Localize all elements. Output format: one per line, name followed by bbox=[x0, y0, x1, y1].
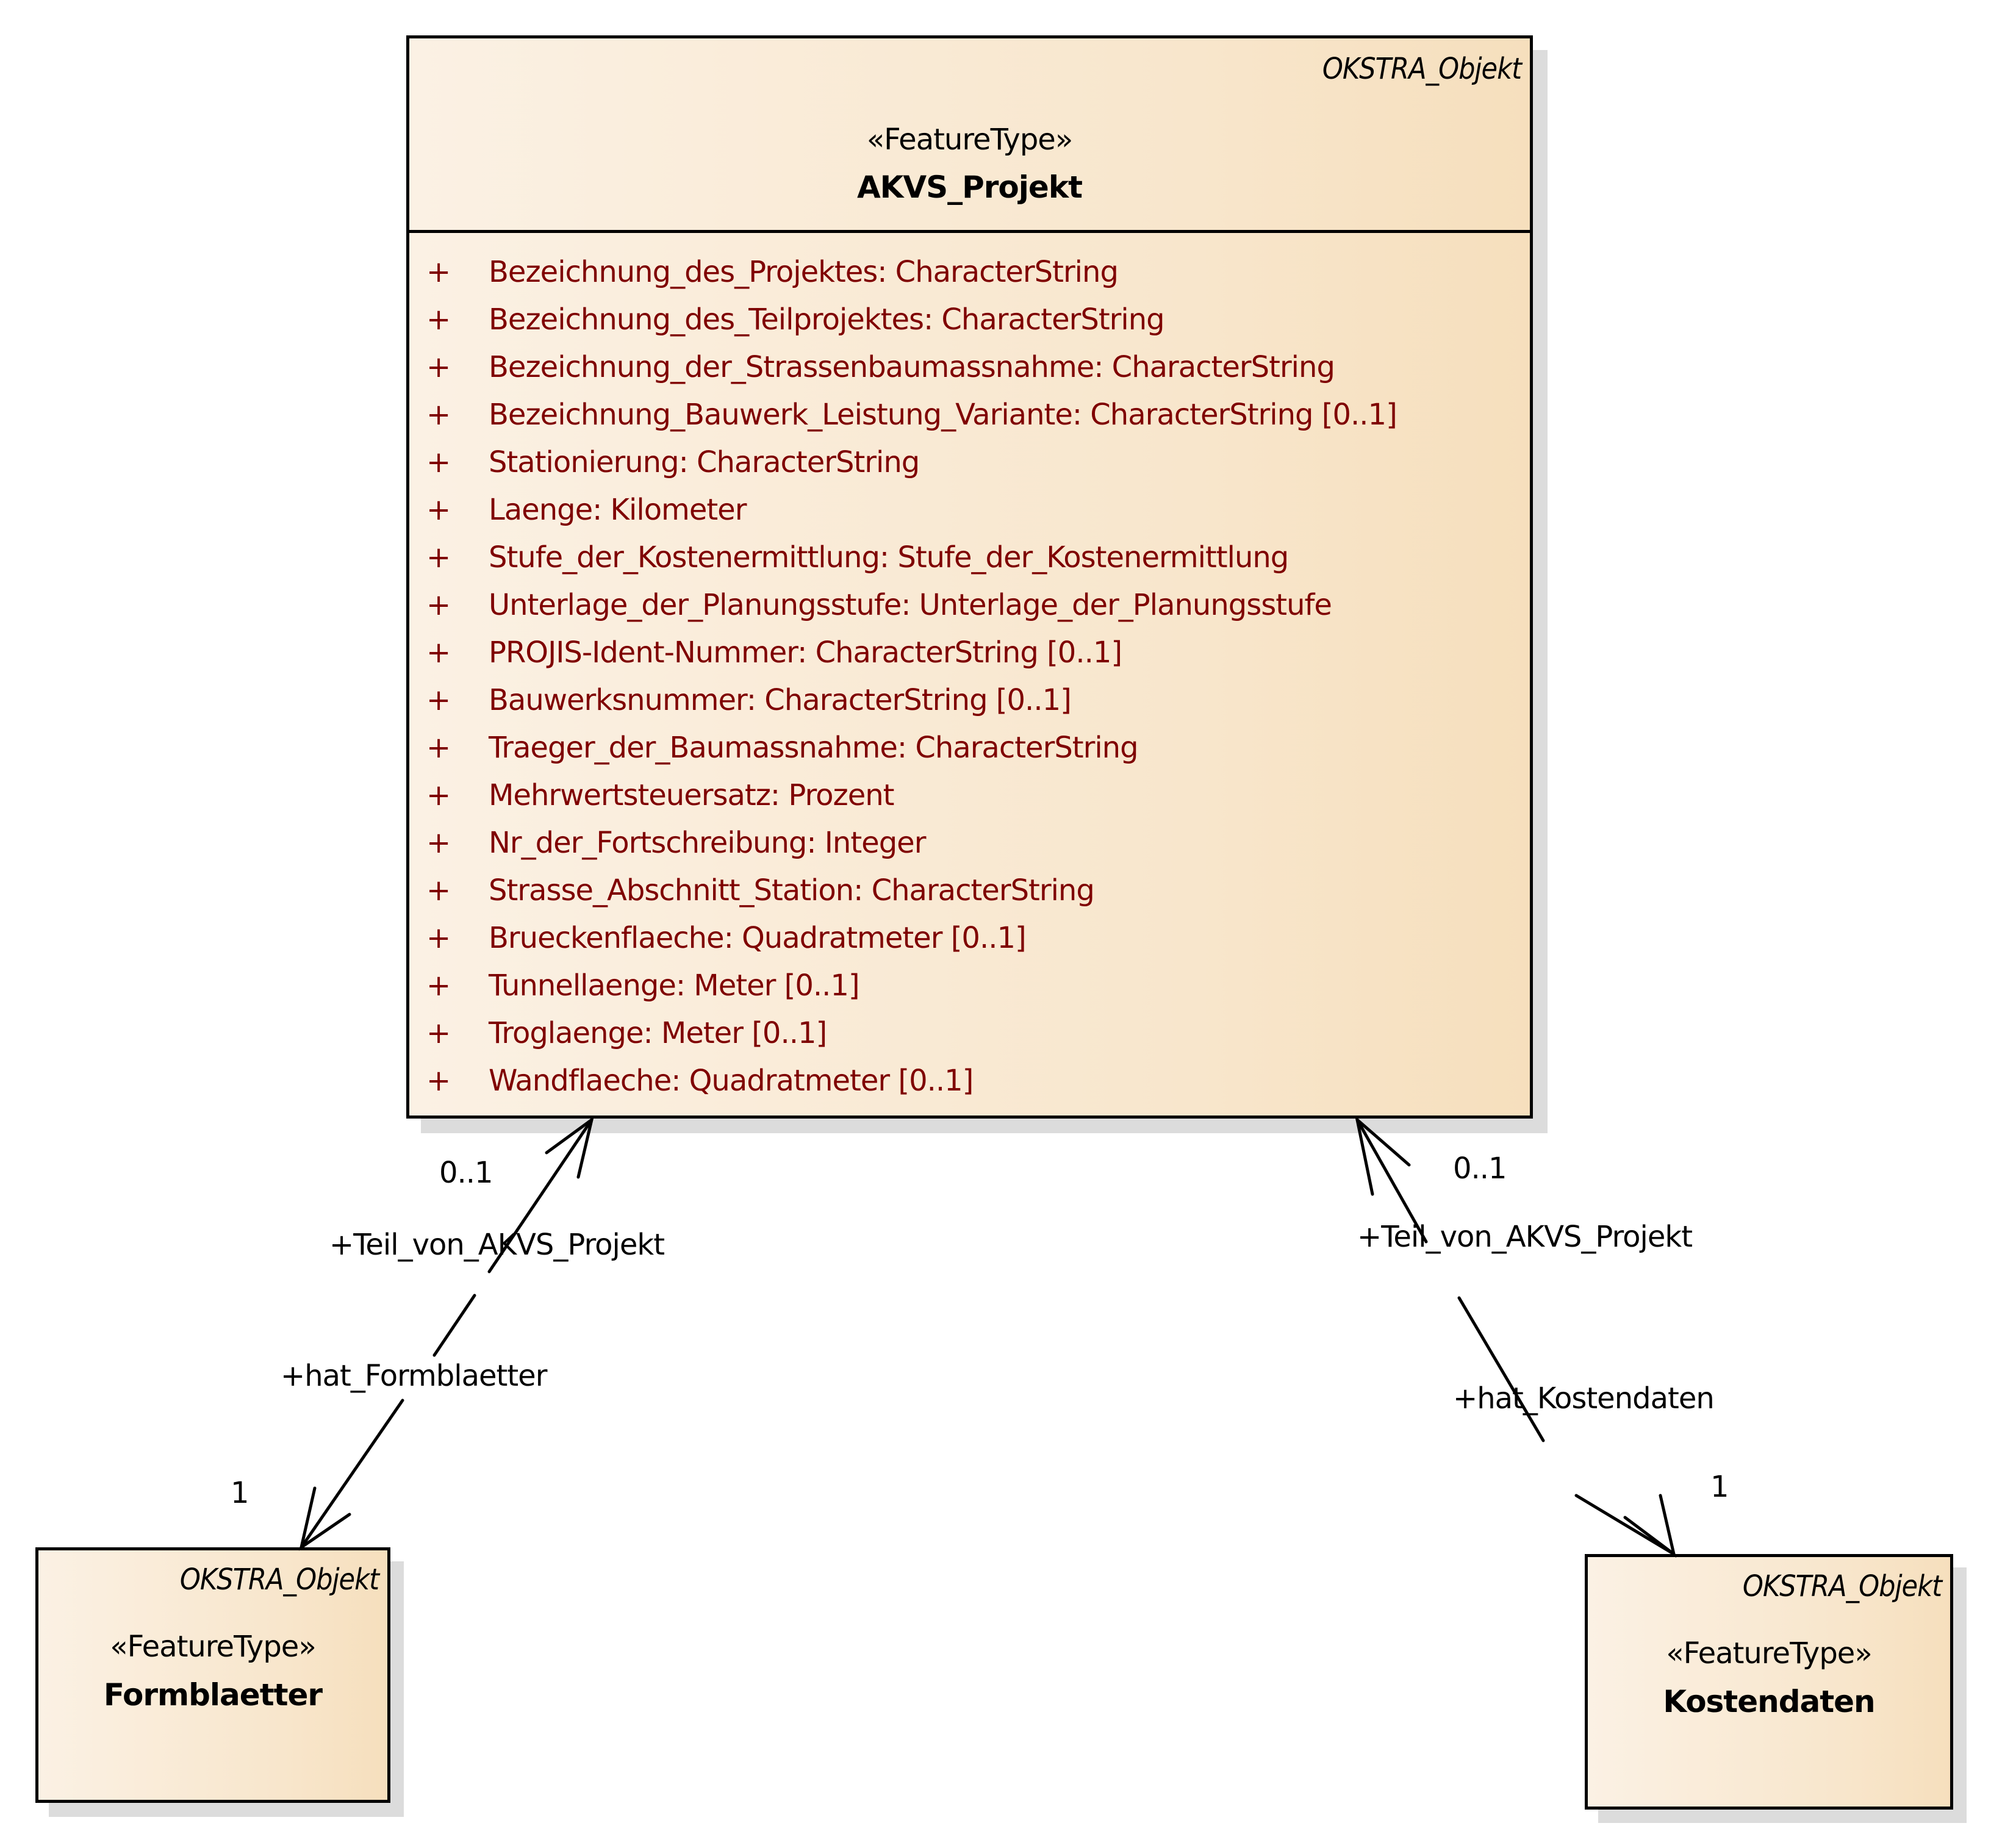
multiplicity-left-target: 1 bbox=[231, 1476, 249, 1510]
visibility-marker: + bbox=[426, 826, 451, 860]
parent-class-label: OKSTRA_Objekt bbox=[1322, 52, 1522, 86]
attribute-row[interactable]: + Wandflaeche: Quadratmeter [0..1] bbox=[409, 1057, 1530, 1105]
role-left-target: +hat_Formblaetter bbox=[281, 1359, 547, 1393]
attribute-text: PROJIS-Ident-Nummer: CharacterString [0.… bbox=[489, 636, 1122, 670]
visibility-marker: + bbox=[426, 445, 451, 479]
stereotype-label: «FeatureType» bbox=[1666, 1636, 1872, 1671]
attribute-row[interactable]: + Bauwerksnummer: CharacterString [0..1] bbox=[409, 676, 1530, 724]
visibility-marker: + bbox=[426, 350, 451, 384]
multiplicity-right-target: 1 bbox=[1710, 1470, 1729, 1504]
parent-class-label: OKSTRA_Objekt bbox=[179, 1563, 379, 1597]
attribute-list: + Bezeichnung_des_Projektes: CharacterStr… bbox=[409, 248, 1530, 1105]
attribute-text: Bezeichnung_der_Strassenbaumassnahme: Ch… bbox=[489, 350, 1335, 384]
multiplicity-right-source: 0..1 bbox=[1453, 1151, 1507, 1186]
multiplicity-left-source: 0..1 bbox=[439, 1156, 493, 1190]
association-line-formblaetter-lower[interactable] bbox=[300, 1399, 404, 1549]
role-right-target: +hat_Kostendaten bbox=[1453, 1381, 1715, 1416]
visibility-marker: + bbox=[426, 873, 451, 908]
attribute-row[interactable]: + Bezeichnung_des_Projektes: CharacterStr… bbox=[409, 248, 1530, 296]
attribute-text: Bauwerksnummer: CharacterString [0..1] bbox=[489, 683, 1072, 717]
attribute-row[interactable]: + PROJIS-Ident-Nummer: CharacterString [0… bbox=[409, 629, 1530, 676]
attribute-text: Bezeichnung_des_Teilprojektes: Character… bbox=[489, 303, 1165, 337]
visibility-marker: + bbox=[426, 540, 451, 575]
role-left-source: +Teil_von_AKVS_Projekt bbox=[329, 1228, 665, 1262]
attribute-text: Troglaenge: Meter [0..1] bbox=[489, 1016, 827, 1050]
role-right-source: +Teil_von_AKVS_Projekt bbox=[1357, 1220, 1693, 1254]
visibility-marker: + bbox=[426, 778, 451, 812]
class-name: Kostendaten bbox=[1663, 1684, 1875, 1719]
attribute-text: Nr_der_Fortschreibung: Integer bbox=[489, 826, 926, 860]
attribute-row[interactable]: + Bezeichnung_Bauwerk_Leistung_Variante: … bbox=[409, 391, 1530, 439]
visibility-marker: + bbox=[426, 731, 451, 765]
attribute-row[interactable]: + Stationierung: CharacterString bbox=[409, 439, 1530, 486]
class-formblaetter[interactable]: OKSTRA_Objekt «FeatureType» Formblaetter bbox=[35, 1547, 390, 1803]
compartment-divider bbox=[409, 230, 1530, 233]
arrowhead-up-right-icon bbox=[1355, 1116, 1411, 1196]
attribute-text: Traeger_der_Baumassnahme: CharacterStrin… bbox=[489, 731, 1139, 765]
association-line-formblaetter-upper[interactable] bbox=[487, 1118, 594, 1273]
visibility-marker: + bbox=[426, 303, 451, 337]
association-line-formblaetter-mid[interactable] bbox=[432, 1294, 476, 1357]
attribute-text: Mehrwertsteuersatz: Prozent bbox=[489, 778, 894, 812]
visibility-marker: + bbox=[426, 683, 451, 717]
attribute-row[interactable]: + Strasse_Abschnitt_Station: CharacterStr… bbox=[409, 867, 1530, 914]
attribute-text: Bezeichnung_des_Projektes: CharacterStri… bbox=[489, 255, 1119, 289]
attribute-row[interactable]: + Laenge: Kilometer bbox=[409, 486, 1530, 534]
association-line-kostendaten-upper[interactable] bbox=[1355, 1118, 1428, 1244]
arrowhead-down-right-icon bbox=[1623, 1494, 1676, 1558]
class-name: Formblaetter bbox=[103, 1677, 323, 1713]
attribute-text: Unterlage_der_Planungsstufe: Unterlage_d… bbox=[489, 588, 1332, 622]
attribute-row[interactable]: + Troglaenge: Meter [0..1] bbox=[409, 1009, 1530, 1057]
visibility-marker: + bbox=[426, 493, 451, 527]
attribute-row[interactable]: + Mehrwertsteuersatz: Prozent bbox=[409, 772, 1530, 819]
attribute-row[interactable]: + Bezeichnung_der_Strassenbaumassnahme: C… bbox=[409, 343, 1530, 391]
attribute-row[interactable]: + Unterlage_der_Planungsstufe: Unterlage_… bbox=[409, 581, 1530, 629]
class-akvs-projekt[interactable]: OKSTRA_Objekt «FeatureType» AKVS_Projekt… bbox=[406, 35, 1533, 1119]
attribute-text: Tunnellaenge: Meter [0..1] bbox=[489, 969, 860, 1003]
attribute-text: Brueckenflaeche: Quadratmeter [0..1] bbox=[489, 921, 1027, 955]
association-line-kostendaten-mid[interactable] bbox=[1457, 1296, 1545, 1442]
attribute-row[interactable]: + Nr_der_Fortschreibung: Integer bbox=[409, 819, 1530, 867]
class-kostendaten[interactable]: OKSTRA_Objekt «FeatureType» Kostendaten bbox=[1585, 1554, 1953, 1810]
arrowhead-down-left-icon bbox=[299, 1486, 351, 1551]
attribute-row[interactable]: + Stufe_der_Kostenermittlung: Stufe_der_K… bbox=[409, 534, 1530, 581]
visibility-marker: + bbox=[426, 255, 451, 289]
attribute-row[interactable]: + Tunnellaenge: Meter [0..1] bbox=[409, 962, 1530, 1009]
attribute-text: Strasse_Abschnitt_Station: CharacterStri… bbox=[489, 873, 1095, 908]
parent-class-label: OKSTRA_Objekt bbox=[1742, 1569, 1942, 1603]
visibility-marker: + bbox=[426, 1016, 451, 1050]
attribute-row[interactable]: + Bezeichnung_des_Teilprojektes: Characte… bbox=[409, 296, 1530, 343]
arrowhead-up-left-icon bbox=[545, 1116, 594, 1179]
stereotype-label: «FeatureType» bbox=[866, 123, 1073, 157]
class-name: AKVS_Projekt bbox=[856, 170, 1083, 205]
attribute-text: Wandflaeche: Quadratmeter [0..1] bbox=[489, 1064, 974, 1098]
attribute-text: Laenge: Kilometer bbox=[489, 493, 747, 527]
attribute-text: Bezeichnung_Bauwerk_Leistung_Variante: C… bbox=[489, 398, 1397, 432]
association-line-kostendaten-lower[interactable] bbox=[1574, 1494, 1676, 1556]
attribute-text: Stationierung: CharacterString bbox=[489, 445, 920, 479]
visibility-marker: + bbox=[426, 921, 451, 955]
visibility-marker: + bbox=[426, 1064, 451, 1098]
visibility-marker: + bbox=[426, 398, 451, 432]
visibility-marker: + bbox=[426, 969, 451, 1003]
attribute-text: Stufe_der_Kostenermittlung: Stufe_der_Ko… bbox=[489, 540, 1289, 575]
visibility-marker: + bbox=[426, 588, 451, 622]
attribute-row[interactable]: + Brueckenflaeche: Quadratmeter [0..1] bbox=[409, 914, 1530, 962]
stereotype-label: «FeatureType» bbox=[110, 1630, 316, 1664]
visibility-marker: + bbox=[426, 636, 451, 670]
attribute-row[interactable]: + Traeger_der_Baumassnahme: CharacterStri… bbox=[409, 724, 1530, 772]
